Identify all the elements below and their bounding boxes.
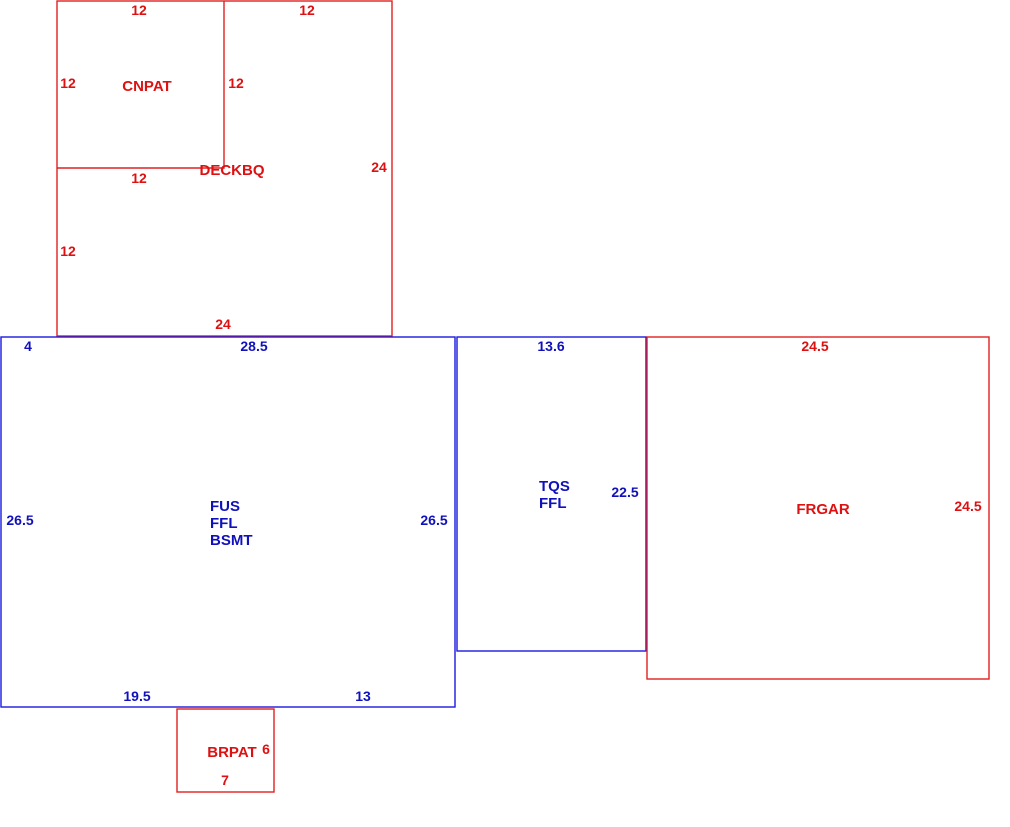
- tqs-outline: [456, 336, 647, 652]
- tqs-label-2: FFL: [539, 495, 567, 512]
- cnpat-dim-left: 12: [60, 75, 76, 91]
- cnpat-label: CNPAT: [122, 78, 171, 95]
- brpat-outline: [176, 708, 275, 793]
- fus-dim-right: 26.5: [420, 512, 447, 528]
- fus-label-3: BSMT: [210, 532, 253, 549]
- deckbq-dim-left: 12: [60, 243, 76, 259]
- tqs-dim-right: 22.5: [611, 484, 638, 500]
- fus-dim-top: 28.5: [240, 338, 267, 354]
- brpat-label: BRPAT: [207, 744, 256, 761]
- deckbq-dim-bottom: 24: [215, 316, 231, 332]
- frgar-dim-right: 24.5: [954, 498, 981, 514]
- deckbq-dim-top: 12: [299, 2, 315, 18]
- tqs-label-1: TQS: [539, 478, 570, 495]
- frgar-label: FRGAR: [796, 501, 849, 518]
- fus-dim-bottom-left: 19.5: [123, 688, 150, 704]
- tqs-dim-top: 13.6: [537, 338, 564, 354]
- frgar-dim-top: 24.5: [801, 338, 828, 354]
- deckbq-dim-right: 24: [371, 159, 387, 175]
- fus-dim-bottom-right: 13: [355, 688, 371, 704]
- fus-dim-top-left: 4: [24, 338, 32, 354]
- brpat-dim-bottom: 7: [221, 772, 229, 788]
- fus-label-1: FUS: [210, 498, 240, 515]
- frgar-outline: [646, 336, 990, 680]
- brpat-dim-right: 6: [262, 741, 270, 757]
- cnpat-dim-bottom: 12: [131, 170, 147, 186]
- cnpat-dim-top: 12: [131, 2, 147, 18]
- cnpat-dim-right: 12: [228, 75, 244, 91]
- cnpat-outline: [57, 1, 225, 169]
- deckbq-label: DECKBQ: [199, 162, 264, 179]
- fus-outline: [0, 336, 456, 708]
- fus-dim-left: 26.5: [6, 512, 33, 528]
- fus-label-2: FFL: [210, 515, 238, 532]
